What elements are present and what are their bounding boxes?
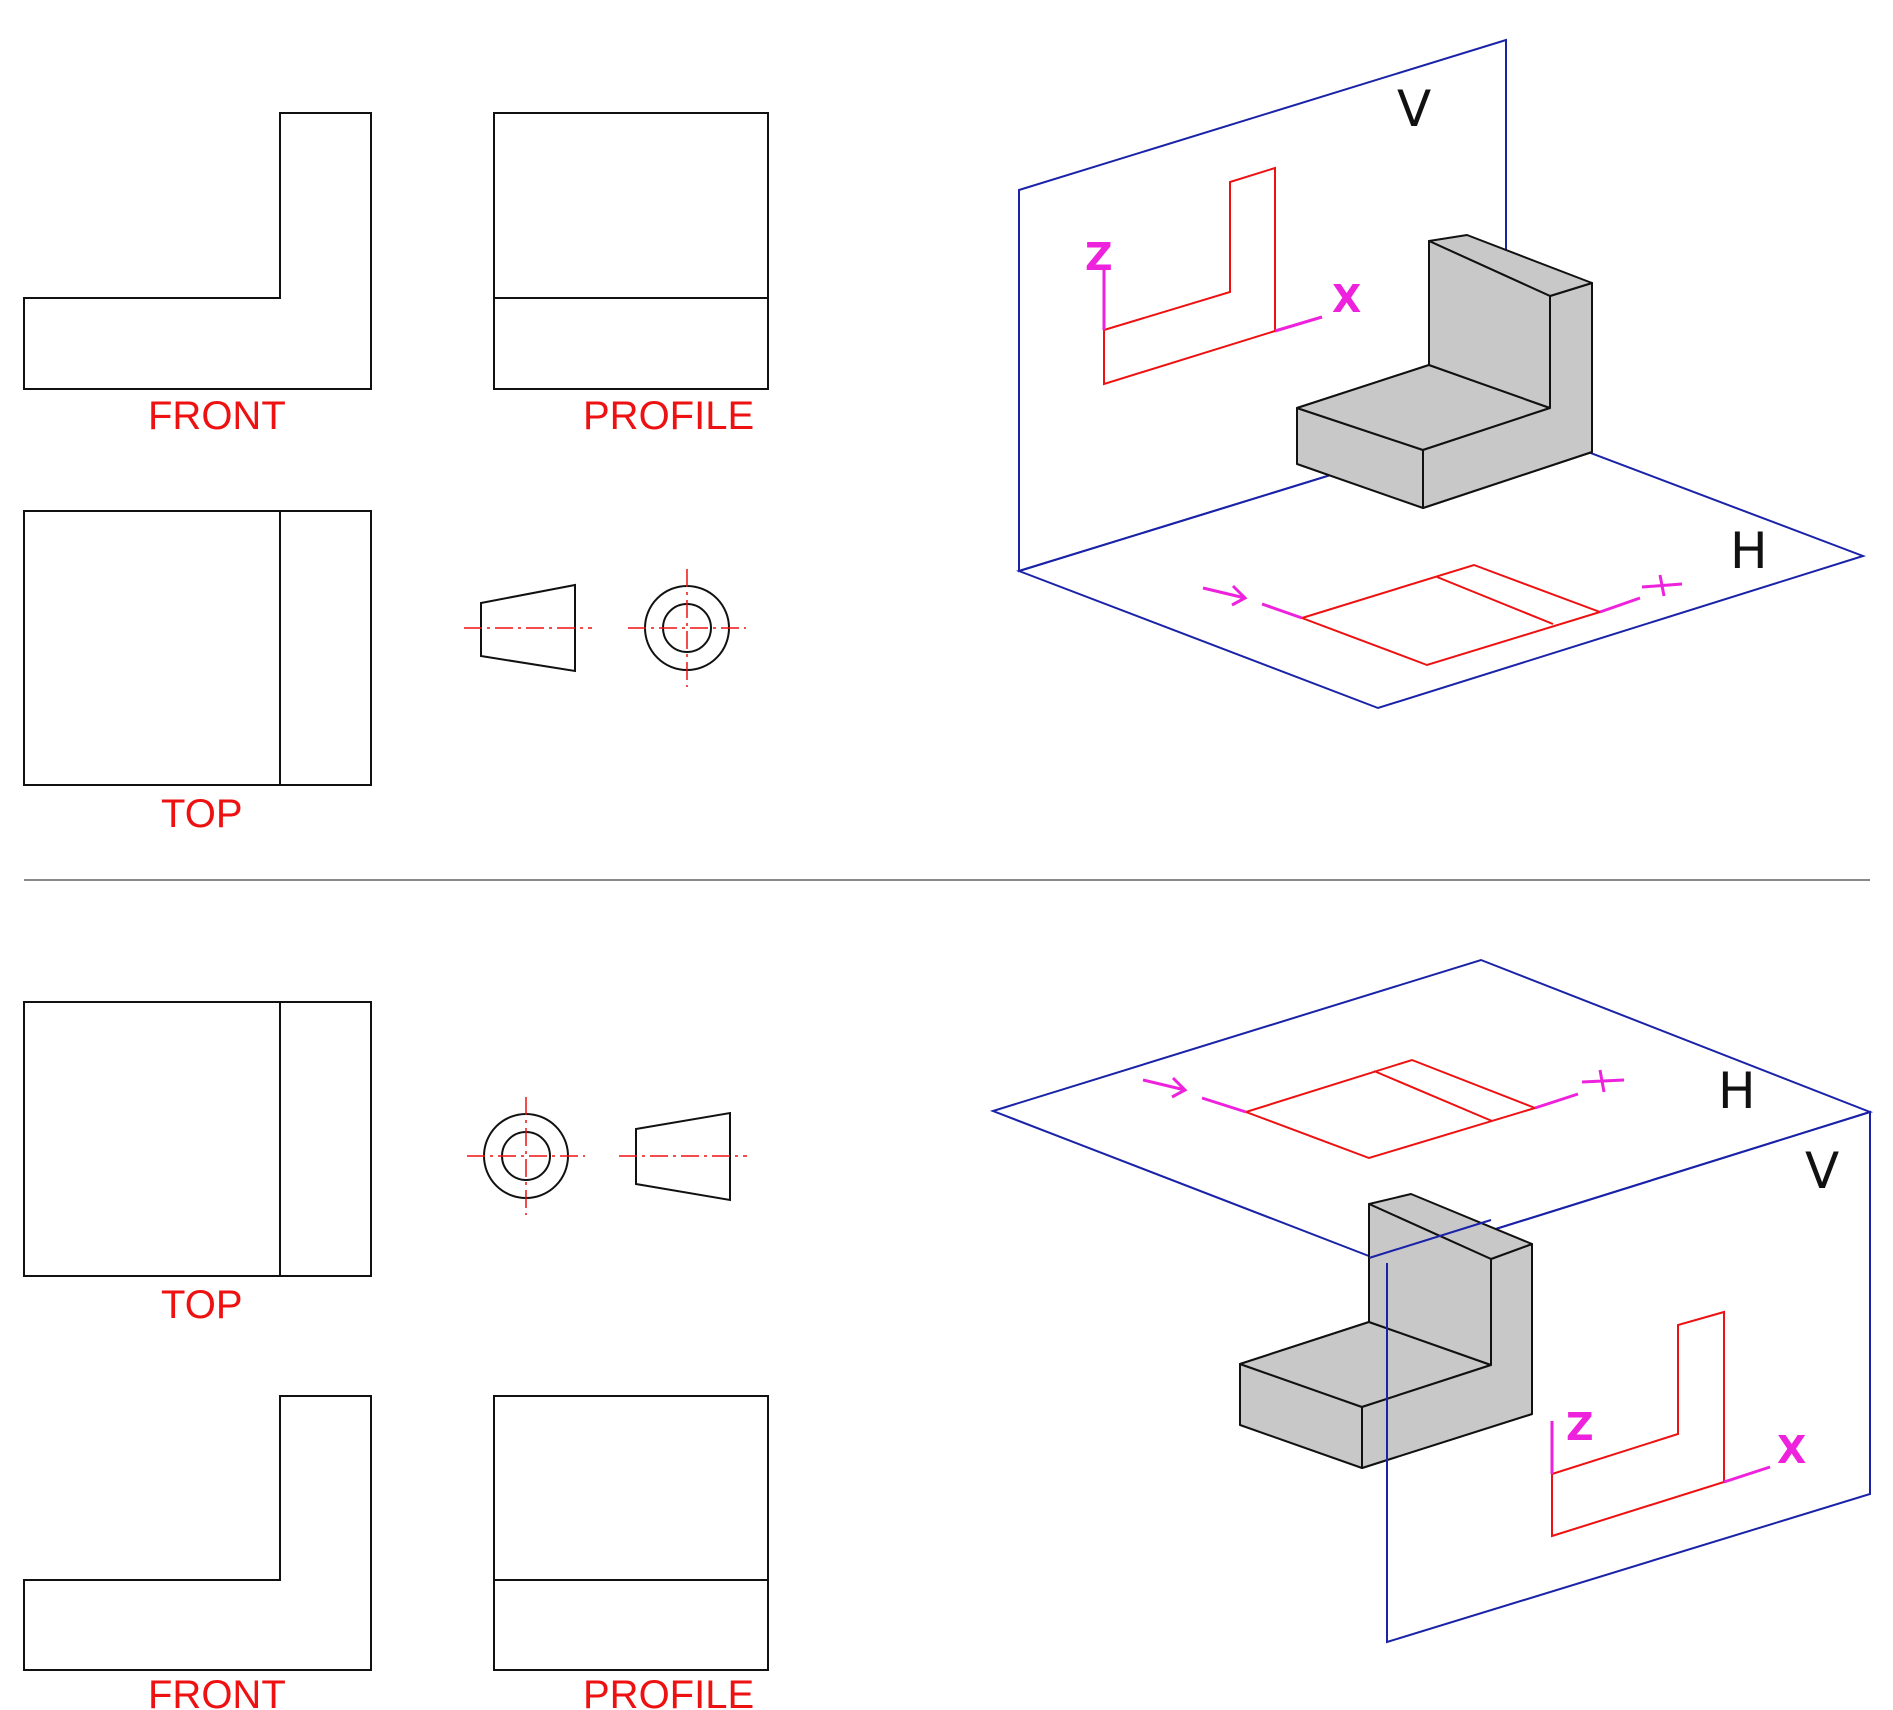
h-plane-projection-top xyxy=(1202,563,1683,667)
axis-x-label-bottom: X xyxy=(1777,1428,1806,1472)
front-label-top: FRONT xyxy=(148,394,286,438)
profile-view-top xyxy=(493,112,769,390)
top-view-top xyxy=(23,510,372,786)
axis-z-label-top: Z xyxy=(1085,235,1113,279)
plane-v-label-top: V xyxy=(1397,80,1431,138)
top-view-bottom xyxy=(23,1001,372,1277)
profile-view-bottom xyxy=(493,1395,769,1671)
first-angle-section: TOP FRONT PROFILE H V xyxy=(23,958,1874,1710)
front-view-top xyxy=(23,112,372,390)
plane-v-bottom xyxy=(1386,1110,1871,1644)
first-angle-symbol xyxy=(467,1097,747,1215)
front-label-bottom: FRONT xyxy=(148,1673,286,1710)
plane-h-edge-overlay xyxy=(1368,1219,1492,1259)
v-plane-projection-top xyxy=(1102,166,1323,386)
plane-h-label-bottom: H xyxy=(1718,1062,1756,1120)
third-angle-section: FRONT PROFILE TOP V H xyxy=(23,38,1867,836)
solid-object-top xyxy=(1296,234,1593,509)
axis-x-label-top: X xyxy=(1332,277,1361,321)
h-plane-projection-bottom xyxy=(1142,1058,1625,1160)
front-view-bottom xyxy=(23,1395,372,1671)
v-plane-projection-bottom xyxy=(1550,1310,1771,1538)
plane-v-label-bottom: V xyxy=(1805,1142,1839,1200)
top-label-top: TOP xyxy=(161,792,243,836)
third-angle-symbol xyxy=(464,569,746,687)
profile-label-bottom: PROFILE xyxy=(583,1673,754,1710)
plane-h-label-top: H xyxy=(1730,522,1768,580)
axis-z-label-bottom: Z xyxy=(1566,1405,1594,1449)
top-label-bottom: TOP xyxy=(161,1283,243,1327)
solid-object-bottom xyxy=(1239,1193,1533,1469)
profile-label-top: PROFILE xyxy=(583,394,754,438)
